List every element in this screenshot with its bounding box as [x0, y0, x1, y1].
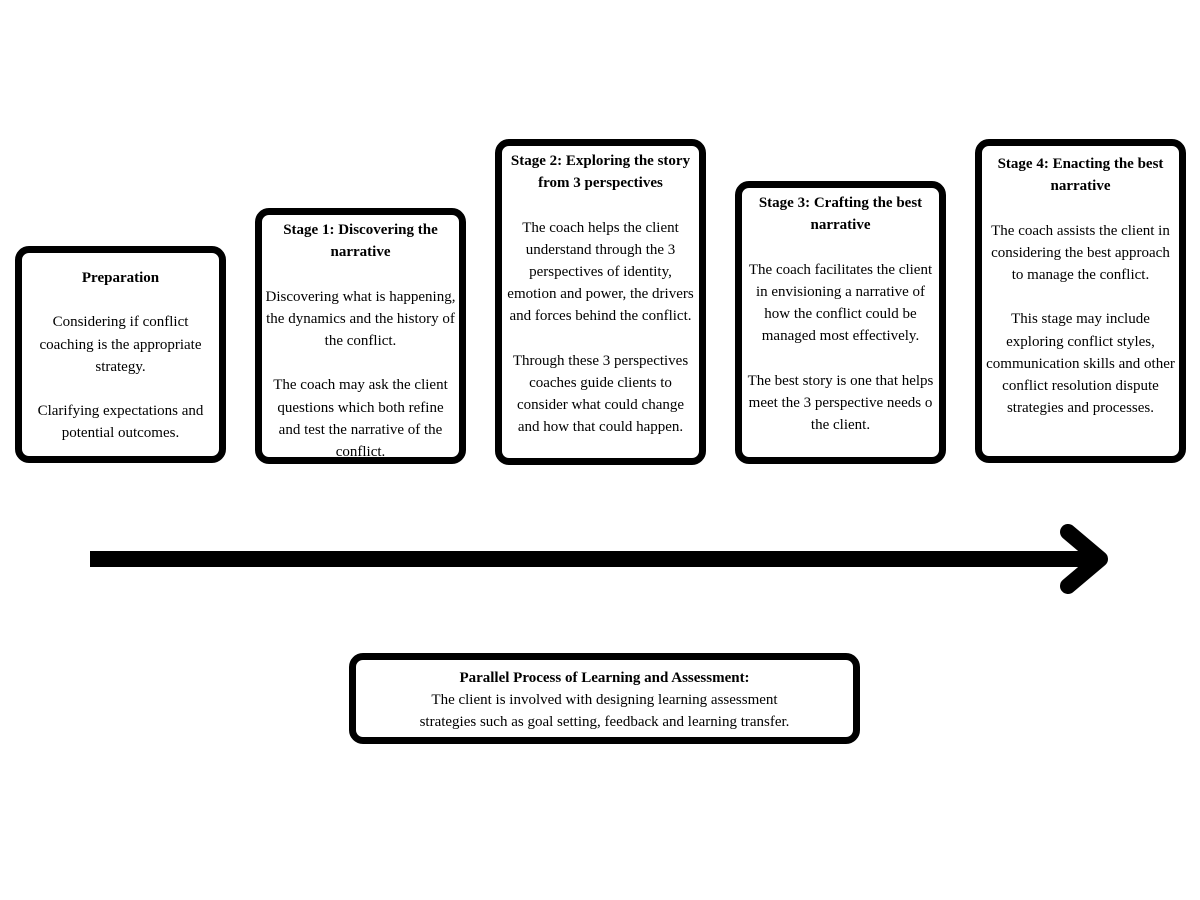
stage-paragraph: The coach assists the client in consider… [991, 222, 1170, 283]
stage-paragraph: The best story is one that helps meet th… [747, 372, 934, 433]
stage-paragraph: Through these 3 perspectives coaches gui… [512, 352, 689, 436]
stage-title: Stage 1: Discovering the narrative [283, 222, 438, 261]
parallel-process-box: Parallel Process of Learning and Assessm… [349, 653, 860, 744]
stage-paragraph: Clarifying expectations and potential ou… [37, 403, 204, 442]
stage-paragraph: This stage may include exploring conflic… [986, 311, 1175, 417]
stage-paragraph: The coach helps the client understand th… [507, 219, 694, 325]
parallel-body-line: The client is involved with designing le… [431, 692, 778, 709]
stage-paragraph: Considering if conflict coaching is the … [39, 314, 202, 375]
stage-paragraph: The coach facilitates the client in envi… [748, 261, 933, 345]
stage-title: Preparation [81, 270, 160, 286]
stage-box-stage-1: Stage 1: Discovering the narrative Disco… [255, 208, 466, 464]
arrow-head [1060, 524, 1108, 594]
stage-paragraph: Discovering what is happening, the dynam… [265, 288, 456, 349]
stage-box-preparation: Preparation Considering if conflict coac… [15, 246, 226, 463]
stage-title: Stage 4: Enacting the best narrative [997, 156, 1164, 195]
parallel-title: Parallel Process of Learning and Assessm… [459, 670, 750, 686]
stage-title: Stage 2: Exploring the story from 3 pers… [510, 153, 691, 192]
parallel-body-line: strategies such as goal setting, feedbac… [419, 714, 790, 731]
stage-box-stage-3: Stage 3: Crafting the best narrative The… [735, 181, 946, 464]
stage-box-stage-4: Stage 4: Enacting the best narrative The… [975, 139, 1186, 463]
stage-title: Stage 3: Crafting the best narrative [758, 195, 923, 234]
stage-paragraph: The coach may ask the client questions w… [273, 377, 448, 460]
stage-box-stage-2: Stage 2: Exploring the story from 3 pers… [495, 139, 706, 465]
